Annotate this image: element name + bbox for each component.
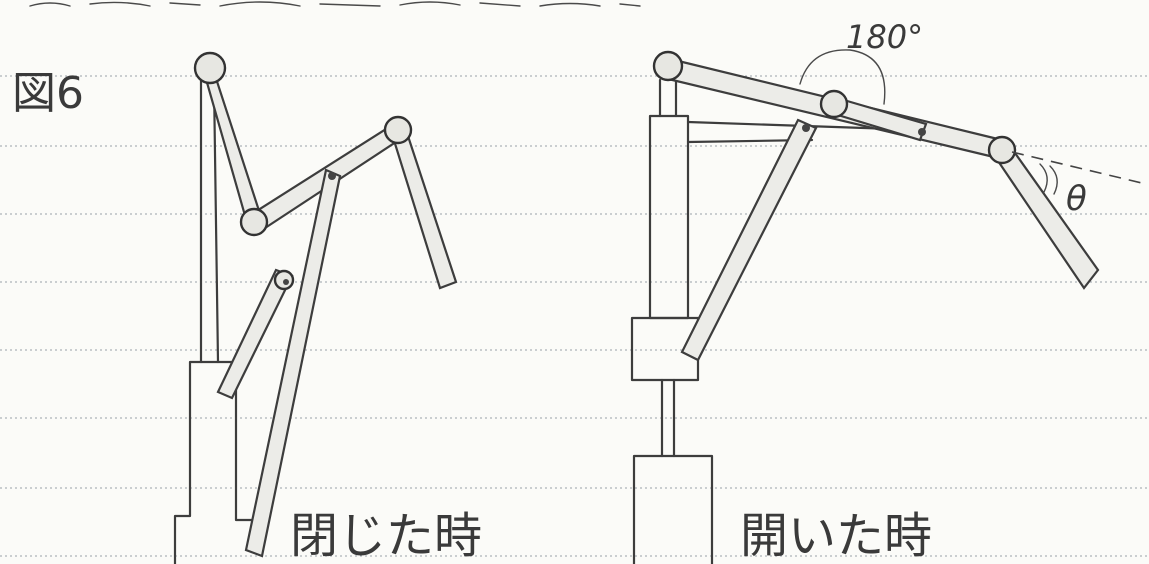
angle-arc-theta	[1039, 163, 1048, 193]
extension-dashed-line	[1011, 151, 1147, 185]
cropped-top-text	[29, 1, 641, 7]
closed-upper-arm	[202, 64, 264, 228]
ruled-lines	[0, 75, 1149, 557]
closed-pin	[328, 172, 336, 180]
angle-label-180: 180°	[846, 18, 923, 56]
closed-mechanism	[173, 51, 458, 564]
open-base	[632, 454, 714, 564]
closed-outer-arm	[390, 128, 458, 290]
open-top-ball	[652, 50, 684, 82]
closed-base	[173, 360, 264, 564]
closed-top-ball	[193, 51, 227, 85]
open-right-ball	[987, 135, 1017, 165]
angle-label-theta: θ	[1066, 179, 1087, 219]
angle-arc-180	[799, 49, 886, 105]
open-column	[648, 114, 690, 320]
closed-elbow-ball	[239, 207, 269, 237]
caption-open: 開いた時	[740, 508, 932, 564]
figure-label: 図6	[12, 68, 84, 119]
open-mechanism	[630, 49, 1147, 564]
closed-right-ball	[383, 115, 413, 145]
open-middle-ball	[819, 89, 849, 119]
caption-closed: 閉じた時	[290, 508, 482, 564]
open-diagonal-strut	[680, 118, 818, 362]
